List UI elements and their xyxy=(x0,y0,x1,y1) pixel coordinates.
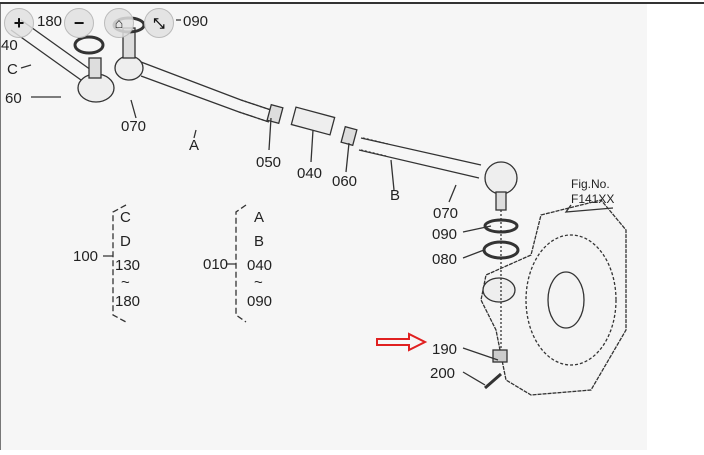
red-arrow-icon xyxy=(376,332,428,352)
callout-070a: 070 xyxy=(121,118,146,135)
callout-40: 40 xyxy=(1,37,18,54)
callout-190: 190 xyxy=(432,341,457,358)
plus-icon: + xyxy=(13,12,25,33)
group-number-100: 100 xyxy=(73,248,98,265)
tie-rod-b xyxy=(358,137,482,179)
zoom-in-button[interactable]: + xyxy=(4,8,34,38)
sleeve-040 xyxy=(290,106,336,136)
group-item: D xyxy=(120,233,131,250)
callout-040: 040 xyxy=(297,165,322,182)
fullscreen-icon: ⤡ xyxy=(153,14,165,31)
group-item: B xyxy=(254,233,264,250)
callout-a: A xyxy=(189,137,199,154)
parts-diagram: 090 180 40 C 60 070 A 050 040 060 B 070 … xyxy=(1,13,627,396)
fig-number: F141XX xyxy=(571,192,614,206)
home-icon: ⌂ xyxy=(114,15,124,31)
callout-090-top: 090 xyxy=(183,13,208,30)
group-item: 090 xyxy=(247,293,272,310)
callout-050: 050 xyxy=(256,154,281,171)
fit-screen-button[interactable]: ⤡ xyxy=(144,8,174,38)
home-button[interactable]: ⌂ xyxy=(104,8,134,38)
group-item: C xyxy=(120,209,131,226)
top-border xyxy=(0,2,704,4)
diagram-canvas[interactable]: 090 180 40 C 60 070 A 050 040 060 B 070 … xyxy=(0,3,647,450)
pin-200 xyxy=(484,372,502,390)
minus-icon: − xyxy=(73,12,85,33)
group-item: ~ xyxy=(121,274,130,291)
callout-090: 090 xyxy=(432,226,457,243)
callout-070b: 070 xyxy=(433,205,458,222)
callout-200: 200 xyxy=(430,365,455,382)
group-item: 040 xyxy=(247,257,272,274)
nut-060 xyxy=(340,125,358,147)
callout-b: B xyxy=(390,187,400,204)
nut-190 xyxy=(492,349,508,363)
callout-080: 080 xyxy=(432,251,457,268)
fig-label: Fig.No. xyxy=(571,177,610,191)
group-item: 130 xyxy=(115,257,140,274)
callout-180: 180 xyxy=(37,13,62,30)
group-number-010: 010 xyxy=(203,256,228,273)
group-item: 180 xyxy=(115,293,140,310)
zoom-out-button[interactable]: − xyxy=(64,8,94,38)
ball-joint-right xyxy=(484,161,518,195)
group-item: ~ xyxy=(254,274,263,291)
callout-60: 60 xyxy=(5,90,22,107)
callout-c: C xyxy=(7,61,18,78)
tie-rod-a xyxy=(140,61,272,123)
nut-050 xyxy=(266,103,284,125)
callout-060: 060 xyxy=(332,173,357,190)
gear-case xyxy=(480,199,627,396)
group-item: A xyxy=(254,209,264,226)
